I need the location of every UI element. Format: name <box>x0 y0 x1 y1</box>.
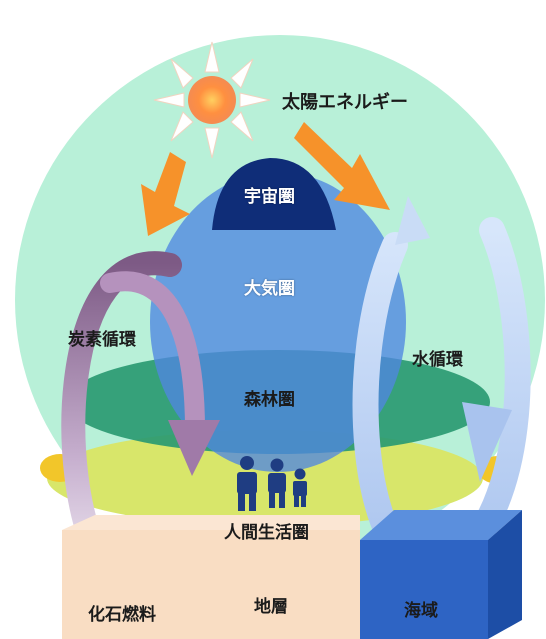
carbon-cycle-label: 炭素循環 <box>68 330 136 350</box>
strata-label: 地層 <box>254 597 288 617</box>
human-sphere-label: 人間生活圏 <box>224 523 309 543</box>
ocean-block <box>360 510 522 639</box>
solar-energy-label: 太陽エネルギー <box>282 92 408 113</box>
ocean-label: 海域 <box>404 601 438 621</box>
water-cycle-label: 水循環 <box>412 350 463 370</box>
space-label: 宇宙圏 <box>244 187 295 207</box>
strata-block <box>62 515 360 639</box>
forest-label: 森林圏 <box>244 390 295 410</box>
people-icon <box>237 456 307 511</box>
space-dome <box>212 158 336 230</box>
fossil-fuel-label: 化石燃料 <box>88 605 156 625</box>
atmosphere-sphere <box>150 172 406 472</box>
energy-arrow-left <box>141 152 190 236</box>
energy-arrow-right <box>294 122 390 210</box>
sun-icon <box>153 41 271 159</box>
atmosphere-label: 大気圏 <box>244 279 295 299</box>
